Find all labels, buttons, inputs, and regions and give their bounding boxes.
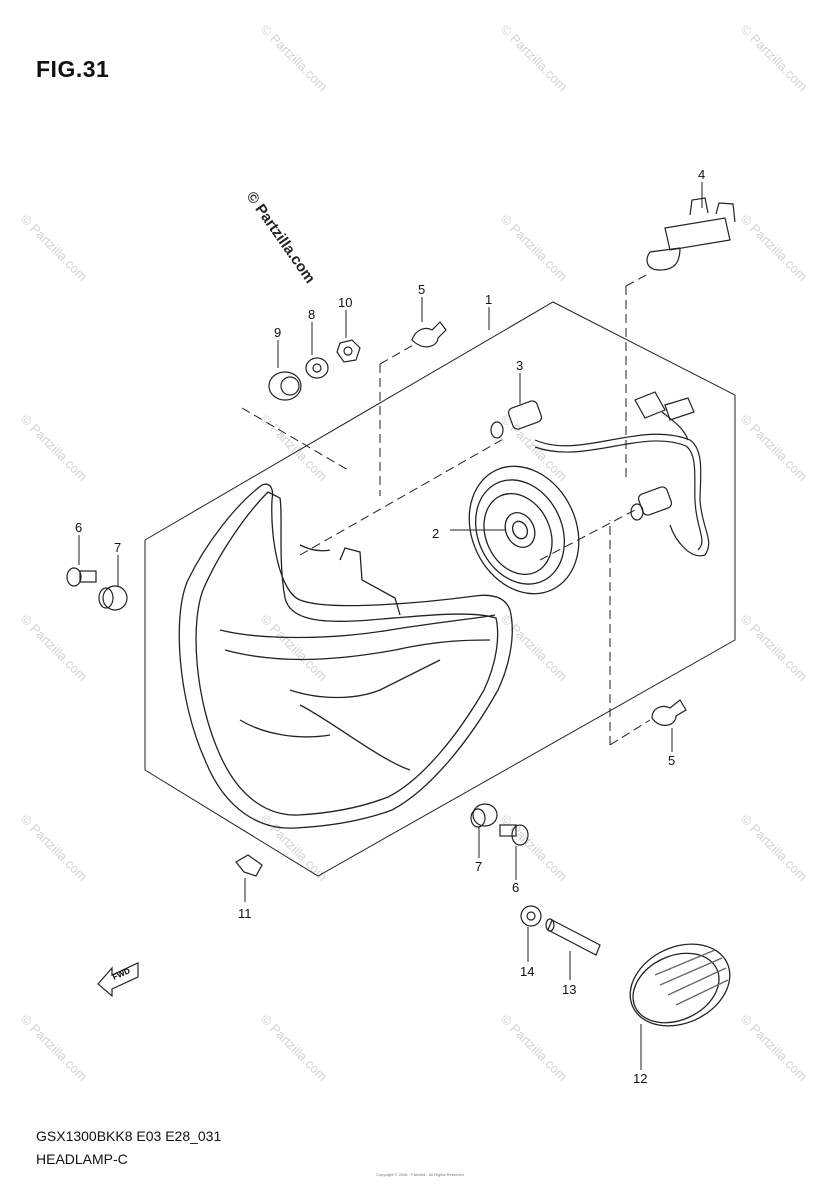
- watermark: © Partzilla.com: [18, 612, 91, 685]
- watermark: © Partzilla.com: [258, 812, 331, 885]
- watermark: © Partzilla.com: [738, 412, 811, 485]
- dashed-leaders: [241, 272, 651, 746]
- watermark: © Partzilla.com: [498, 212, 571, 285]
- position-lamp-socket: [490, 400, 673, 521]
- parabolic-reflector: [468, 465, 580, 595]
- callout-11: 11: [238, 906, 252, 921]
- watermark: © Partzilla.com: [18, 1012, 91, 1085]
- watermark: © Partzilla.com: [498, 812, 571, 885]
- copyright-notice: Copyright © 2008 - Partzilla - All Right…: [376, 1172, 464, 1177]
- watermark: © Partzilla.com: [18, 212, 91, 285]
- callout-leaders: [78, 182, 703, 1070]
- reflex-reflector: [629, 943, 731, 1027]
- assembly-boundary: [144, 301, 736, 877]
- watermark: © Partzilla.com: [738, 22, 811, 95]
- watermark: © Partzilla.com: [18, 812, 91, 885]
- cushion-right: [470, 803, 498, 828]
- flat-washer: [305, 357, 329, 379]
- callout-3: 3: [516, 358, 523, 373]
- watermark: © Partzilla.com: [498, 1012, 571, 1085]
- watermark: © Partzilla.com: [738, 1012, 811, 1085]
- watermark: © Partzilla.com: [498, 612, 571, 685]
- cushion-left: [98, 585, 128, 611]
- watermark: © Partzilla.com: [498, 22, 571, 95]
- forward-direction-indicator: FWD: [97, 962, 139, 998]
- callout-4: 4: [698, 167, 705, 182]
- watermark-grid: © Partzilla.com © Partzilla.com © Partzi…: [18, 22, 811, 1085]
- callout-6-right: 6: [512, 880, 519, 895]
- screw-left: [66, 567, 97, 587]
- rubber-grommet: [268, 371, 302, 401]
- watermark: © Partzilla.com: [258, 1012, 331, 1085]
- watermark: © Partzilla.com: [738, 212, 811, 285]
- callout-7-right: 7: [475, 859, 482, 874]
- callout-5-lower: 5: [668, 753, 675, 768]
- wedge-bulb-upper: [411, 321, 447, 348]
- callout-1: 1: [485, 292, 492, 307]
- watermark: © Partzilla.com: [498, 412, 571, 485]
- spacer-collar: [545, 918, 601, 956]
- wedge-bulb-lower: [651, 699, 687, 726]
- watermark: © Partzilla.com: [18, 412, 91, 485]
- screw-right: [499, 824, 529, 846]
- watermark: © Partzilla.com: [258, 412, 331, 485]
- callout-10: 10: [338, 295, 352, 310]
- callout-5-upper: 5: [418, 282, 425, 297]
- watermark-prominent: © Partzilla.com: [243, 189, 319, 287]
- callout-7-left: 7: [114, 540, 121, 555]
- callout-9: 9: [274, 325, 281, 340]
- watermark: © Partzilla.com: [258, 612, 331, 685]
- callout-labels: 1 2 3 4 5 5 6 6 7 7 8 9 10 11 12 13 14: [75, 167, 705, 1086]
- small-grommet: [235, 854, 263, 877]
- callout-8: 8: [308, 307, 315, 322]
- washer-14: [520, 905, 542, 927]
- callout-14: 14: [520, 964, 534, 979]
- hex-nut: [336, 339, 361, 363]
- model-code: GSX1300BKK8 E03 E28_031: [36, 1128, 222, 1144]
- callout-13: 13: [562, 982, 576, 997]
- wiring-harness: [534, 391, 710, 557]
- assembly-name: HEADLAMP-C: [36, 1151, 128, 1167]
- figure-title: FIG.31: [36, 56, 110, 82]
- callout-6-left: 6: [75, 520, 82, 535]
- watermark: © Partzilla.com: [738, 812, 811, 885]
- watermark: © Partzilla.com: [258, 22, 331, 95]
- watermark: © Partzilla.com: [738, 612, 811, 685]
- headlamp-housing: [178, 483, 513, 829]
- halogen-bulb: [646, 197, 736, 271]
- callout-12: 12: [633, 1071, 647, 1086]
- callout-2: 2: [432, 526, 439, 541]
